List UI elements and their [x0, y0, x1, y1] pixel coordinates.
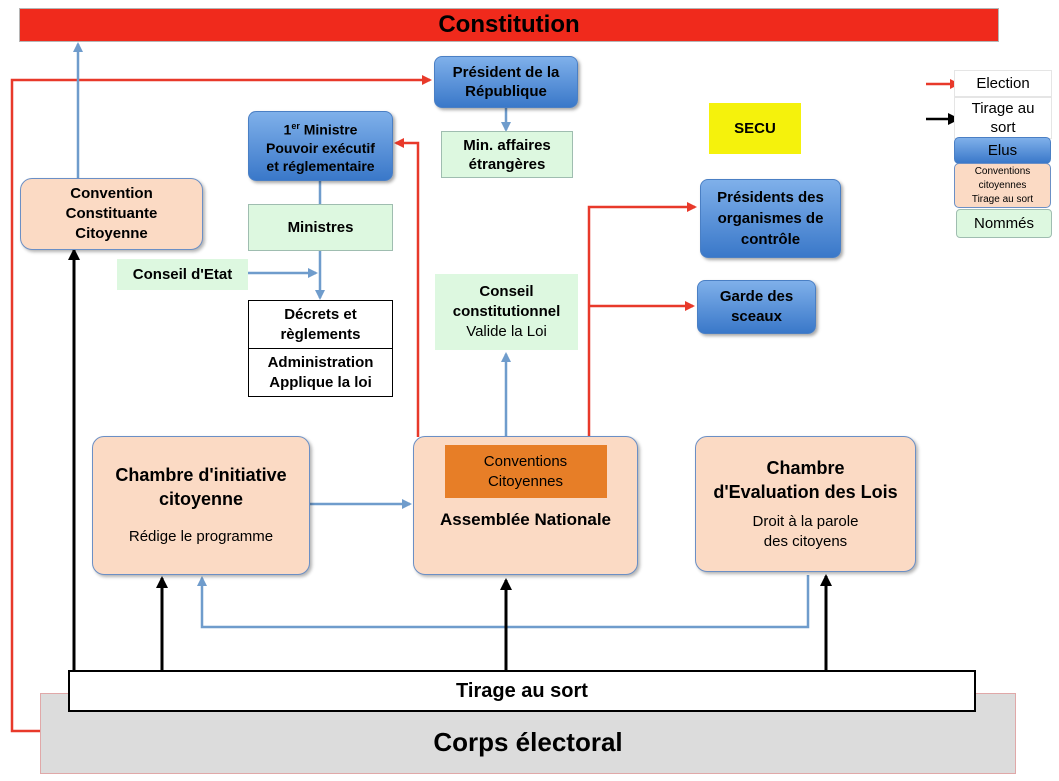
conseil-const-sub: Valide la Loi	[466, 323, 547, 340]
legend-conventions-line-3: Tirage au sort	[971, 193, 1034, 205]
assemblee-title: Assemblée Nationale	[439, 510, 611, 529]
legend-conventions: Conventions citoyennes Tirage au sort	[954, 163, 1051, 208]
decrets-line-1: Décrets et	[284, 305, 357, 323]
tirage-bar: Tirage au sort	[68, 670, 976, 712]
chambre-initiative-box: Chambre d'initiative citoyenne Rédige le…	[92, 436, 310, 575]
conseil-const-line-2: constitutionnel	[452, 303, 561, 320]
secu-box: SECU	[709, 103, 801, 154]
election-arrow-premier-ministre	[394, 138, 420, 437]
premier-ministre-box: 1er Ministre Pouvoir exécutif et régleme…	[248, 111, 393, 181]
chambre-evaluation-sub-1: Droit à la parole	[752, 513, 859, 530]
legend-tirage-line-1: Tirage au	[971, 100, 1035, 117]
administration-box: Administration Applique la loi	[248, 348, 393, 397]
min-affaires-line-2: étrangères	[468, 155, 546, 173]
conseil-etat-label: Conseil d'Etat	[132, 266, 233, 283]
constitution-bar: Constitution	[19, 8, 999, 42]
legend-elus: Elus	[954, 137, 1051, 164]
tirage-label: Tirage au sort	[456, 679, 588, 702]
ministres-label: Ministres	[287, 219, 354, 236]
chambre-evaluation-line-1: Chambre	[766, 458, 845, 478]
garde-sceaux-box: Garde des sceaux	[697, 280, 816, 334]
chambre-initiative-sub: Rédige le programme	[128, 527, 274, 545]
conventions-citoyennes-inner: Conventions Citoyennes	[444, 445, 607, 498]
convention-constituante-box: Convention Constituante Citoyenne	[20, 178, 203, 250]
legend-elus-label: Elus	[987, 142, 1018, 159]
min-affaires-box: Min. affaires étrangères	[441, 131, 573, 178]
convention-line-2: Constituante	[65, 205, 158, 222]
election-arrow-presidents-organismes	[587, 202, 697, 437]
administration-line-1: Administration	[267, 353, 374, 371]
legend-election: Election	[954, 70, 1052, 97]
presidents-line-2: organismes de	[717, 210, 824, 227]
legend-conventions-line-2: citoyennes	[978, 179, 1027, 191]
chambre-initiative-line-1: Chambre d'initiative	[115, 464, 287, 485]
presidents-line-1: Présidents des	[717, 189, 824, 206]
president-line-2: République	[465, 83, 547, 100]
presidents-organismes-box: Présidents des organismes de contrôle	[700, 179, 841, 258]
decrets-box: Décrets et règlements	[248, 300, 393, 349]
premier-ministre-title: 1er Ministre	[283, 121, 358, 138]
president-box: Président de la République	[434, 56, 578, 108]
chambre-evaluation-sub-2: des citoyens	[763, 533, 848, 550]
election-arrow-president	[10, 75, 432, 733]
conseil-const-line-1: Conseil	[479, 283, 534, 300]
convention-line-1: Convention	[70, 185, 153, 202]
min-affaires-line-1: Min. affaires	[463, 136, 551, 154]
administration-line-2: Applique la loi	[269, 373, 372, 391]
chambre-evaluation-line-2: d'Evaluation des Lois	[713, 482, 898, 502]
president-line-1: Président de la	[452, 64, 560, 81]
ministres-box: Ministres	[248, 204, 393, 251]
conventions-line-1: Conventions	[483, 452, 568, 470]
premier-ministre-line-2: Pouvoir exécutif	[266, 139, 375, 156]
legend-conventions-line-1: Conventions	[974, 165, 1031, 177]
legend-nommes-label: Nommés	[973, 215, 1034, 232]
conseil-constitutionnel-box: Conseil constitutionnel Valide la Loi	[435, 274, 578, 350]
garde-line-1: Garde des	[719, 288, 794, 305]
assemblee-box: Conventions Citoyennes Assemblée Nationa…	[413, 436, 638, 575]
chambre-initiative-line-2: citoyenne	[158, 488, 244, 509]
convention-line-3: Citoyenne	[75, 225, 148, 242]
conseil-etat-box: Conseil d'Etat	[117, 259, 248, 290]
legend-nommes: Nommés	[956, 209, 1052, 238]
legend-tirage-line-2: sort	[990, 119, 1016, 136]
presidents-line-3: contrôle	[740, 231, 801, 248]
secu-label: SECU	[734, 120, 776, 137]
corps-electoral-label: Corps électoral	[433, 727, 623, 757]
decrets-line-2: règlements	[280, 325, 361, 343]
legend-tirage: Tirage au sort	[954, 97, 1052, 139]
legend-election-label: Election	[976, 75, 1030, 92]
garde-line-2: sceaux	[731, 308, 782, 325]
premier-ministre-line-3: et réglementaire	[266, 157, 375, 174]
chambre-evaluation-box: Chambre d'Evaluation des Lois Droit à la…	[695, 436, 916, 572]
constitution-label: Constitution	[438, 11, 580, 38]
conventions-line-2: Citoyennes	[487, 472, 564, 490]
